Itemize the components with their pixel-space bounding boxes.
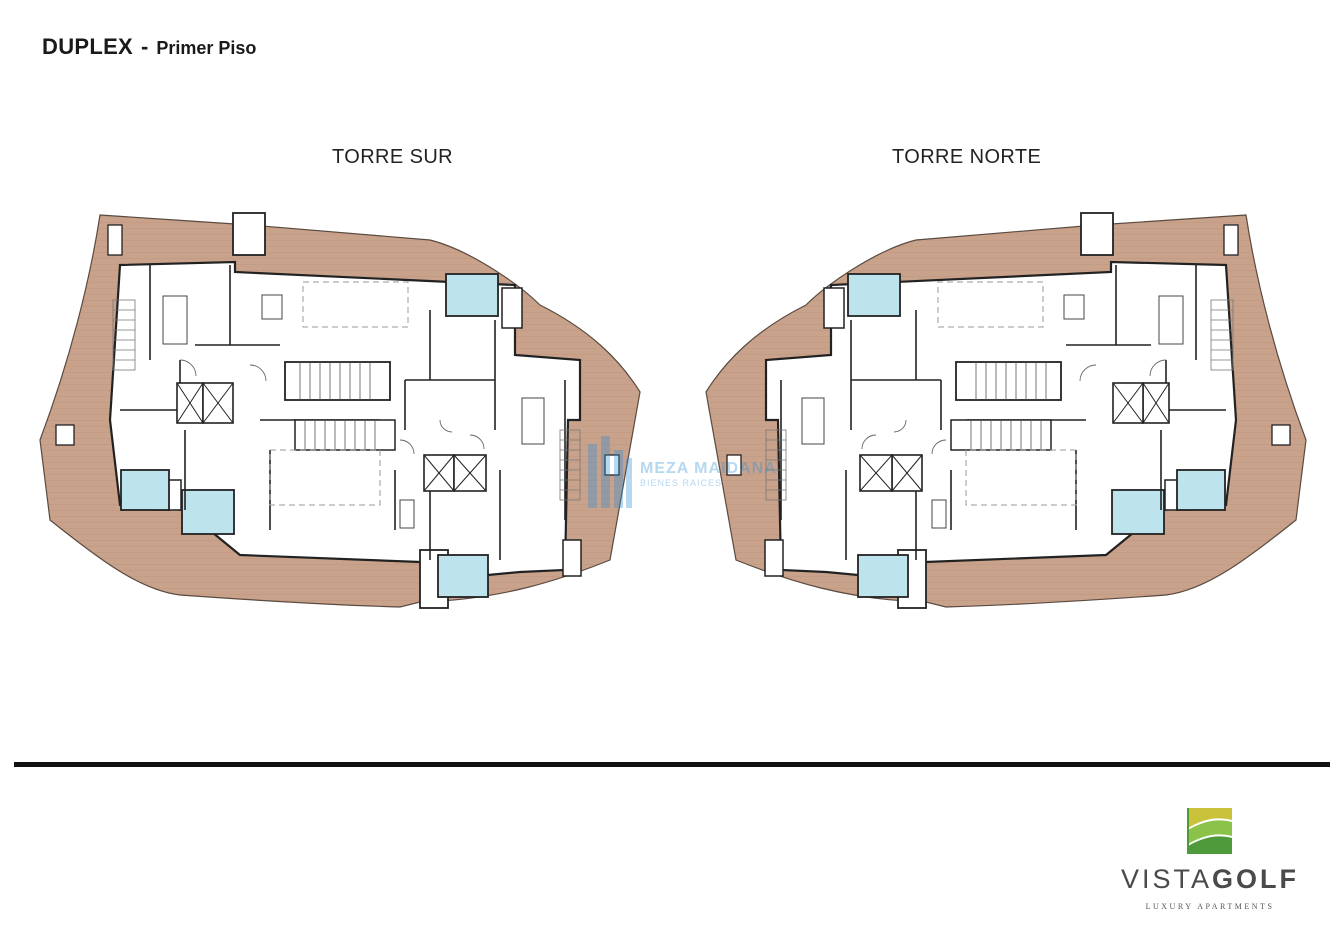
plan-torre-norte [704,211,1308,610]
floor-plans-drawing [38,211,1308,610]
plan-torre-sur [38,211,642,610]
page-subtitle: Primer Piso [156,38,257,58]
tower-south-label: TORRE SUR [332,146,454,168]
watermark-tagline: BIENES RAICES [640,478,723,488]
brand-logo: VISTAGOLF LUXURY APARTMENTS [1120,806,1320,916]
tower-north-label: TORRE NORTE [892,146,1042,168]
watermark: MEZA MAIDANA BIENES RAICES [588,436,777,512]
page-header: DUPLEX - Primer Piso [42,34,256,60]
brand-tagline: LUXURY APARTMENTS [1145,902,1275,911]
page-title: DUPLEX [42,34,134,59]
golf-landscape-logo-icon [1184,806,1236,856]
brand-name: VISTAGOLF [1120,864,1300,894]
watermark-logo-icon [588,436,632,508]
footer-divider [14,762,1330,767]
watermark-brand: MEZA MAIDANA [640,460,777,477]
title-separator: - [141,34,149,59]
